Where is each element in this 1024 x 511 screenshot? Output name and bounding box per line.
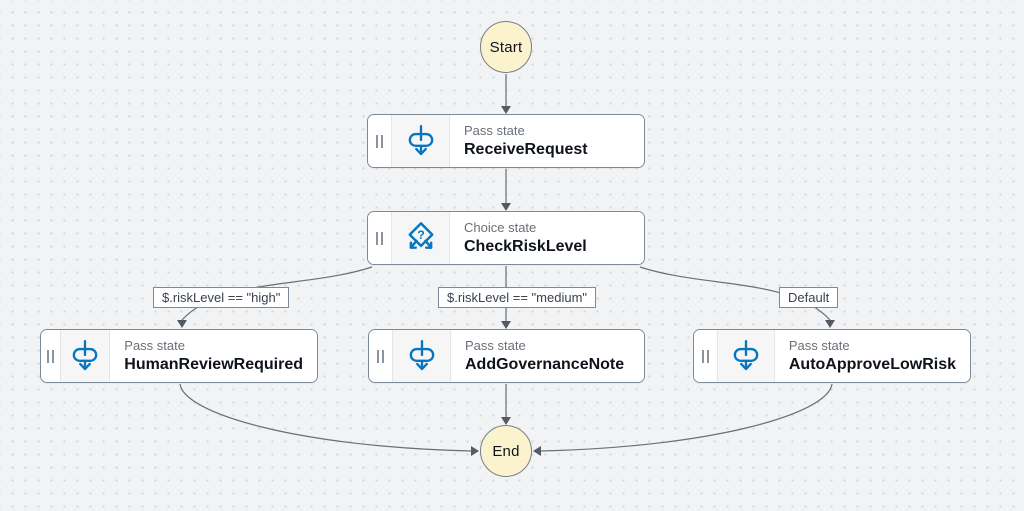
drag-handle-icon [47,349,50,363]
drag-handle-icon [381,231,383,245]
drag-handle-icon [377,349,379,363]
end-node: End [480,425,532,477]
choice-icon-glyph: ? [417,228,425,242]
drag-handle-icon [52,349,55,363]
choice-state-icon: ? [391,212,450,264]
arrowhead [501,203,511,211]
arrowhead [501,106,511,114]
state-type-label: Pass state [465,338,526,353]
arrowhead [471,446,479,456]
state-type-label: Pass state [788,338,850,353]
pass-state-icon [392,330,451,382]
state-node-addgovernancenote[interactable]: Pass state AddGovernanceNote [368,329,645,383]
choice-rule-label-high: $.riskLevel == "high" [153,287,290,308]
drag-handle-icon [376,231,378,245]
drag-handle[interactable] [369,330,392,382]
state-node-text: Pass state ReceiveRequest [450,115,644,167]
state-type-label: Pass state [124,338,185,353]
drag-handle-icon [701,349,704,363]
start-label: Start [489,38,523,56]
edge-humanreviewrequired-to-end [179,383,472,452]
pass-state-icon [391,115,450,167]
state-node-humanreviewrequired[interactable]: Pass state HumanReviewRequired [40,329,318,383]
choice-rule-label-medium: $.riskLevel == "medium" [438,287,597,308]
arrowhead [533,446,541,456]
drag-handle-icon [381,134,383,148]
choice-rule-label-default: Default [779,287,839,308]
pass-state-icon [60,330,111,382]
arrowhead [501,417,511,425]
drag-handle-icon [382,349,384,363]
state-name-label: AutoApproveLowRisk [788,356,956,373]
state-type-label: Pass state [464,123,525,138]
state-name-label: AddGovernanceNote [465,356,625,373]
state-node-autoapprovelowrisk[interactable]: Pass state AutoApproveLowRisk [693,329,971,383]
drag-handle[interactable] [368,115,391,167]
drag-handle-icon [376,134,378,148]
drag-handle[interactable] [694,330,717,382]
state-node-receiverequest[interactable]: Pass state ReceiveRequest [367,114,645,168]
edge-autoapprovelowrisk-to-end [540,383,833,452]
state-node-text: Pass state AddGovernanceNote [451,330,644,382]
state-name-label: ReceiveRequest [464,141,588,158]
arrowhead [501,321,511,329]
state-node-checkrisklevel[interactable]: ? Choice state CheckRiskLevel [367,211,645,265]
state-node-text: Choice state CheckRiskLevel [450,212,644,264]
drag-handle[interactable] [368,212,391,264]
state-name-label: HumanReviewRequired [124,356,303,373]
state-node-text: Pass state AutoApproveLowRisk [774,330,970,382]
drag-handle[interactable] [41,330,61,382]
state-type-label: Choice state [464,220,537,235]
drag-handle-icon [706,349,709,363]
end-label: End [492,442,520,460]
arrowhead [825,320,835,328]
state-node-text: Pass state HumanReviewRequired [110,330,317,382]
start-node: Start [480,21,532,73]
arrowhead [177,320,187,328]
pass-state-icon [716,330,775,382]
state-name-label: CheckRiskLevel [464,238,587,255]
